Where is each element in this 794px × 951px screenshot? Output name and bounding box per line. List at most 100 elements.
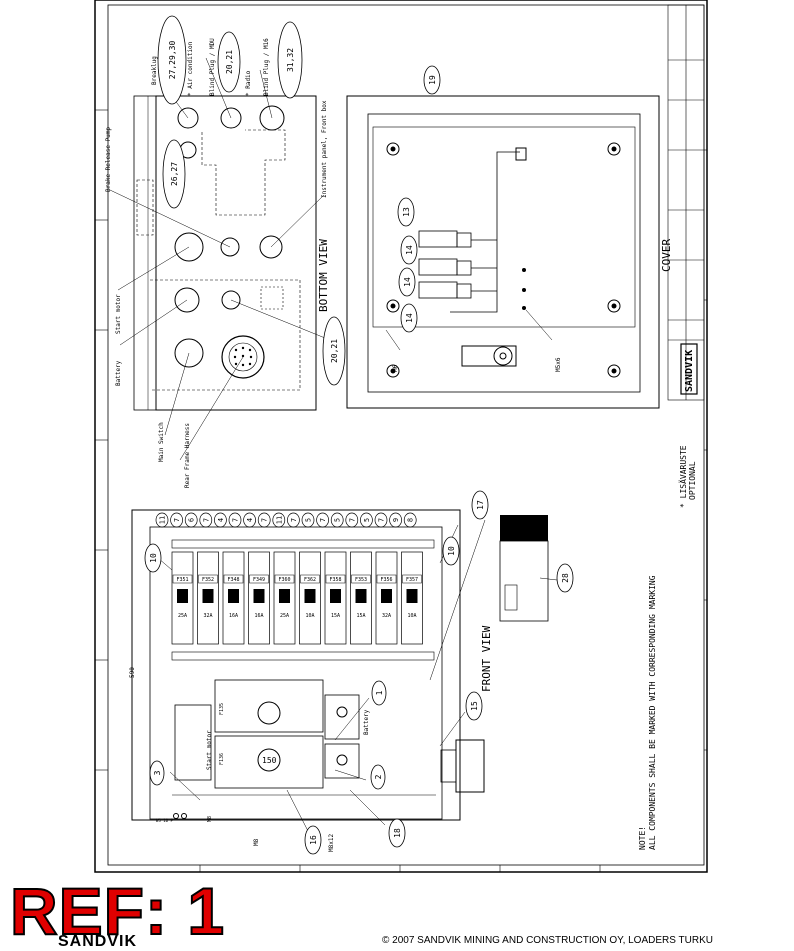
label-radio: * Radio [245,70,252,96]
top-balloon-text: 6 [188,518,196,522]
top-balloon: 9 [389,512,402,528]
top-balloon: 4 [243,512,256,528]
breaker: F352 32A [197,551,219,645]
breaker-amp-label: 10A [305,613,314,619]
label-start-motor-front: Start motor [206,730,213,770]
balloon-b14a: 14 [400,235,418,265]
breaker-amp-label: 16A [254,613,263,619]
top-balloon: 5 [330,512,344,528]
breaker-fuse-label: F356 [380,577,392,583]
balloon-text-b10b: 10 [447,546,456,556]
breaker: F351 25A [171,551,194,645]
top-balloon-text: 7 [378,518,386,522]
balloon-b3: 3 [149,760,165,786]
top-balloon-text: 7 [202,518,210,522]
breaker-amp-label: 15A [356,613,365,619]
top-balloon-text: 7 [348,518,356,522]
breaker-amp-label: 15A [331,613,340,619]
breaker-row: F35125AF35232AF34816AF34916AF36025AF3621… [171,551,423,645]
balloon-b10b: 10 [442,536,460,566]
cover-view-title: COVER [660,239,673,272]
top-balloon-text: 9 [392,518,400,522]
balloon-b2: 2 [370,764,386,790]
top-balloon-text: 11 [275,516,283,524]
logo-box [680,343,698,395]
top-balloon: 8 [403,512,417,528]
top-balloon: 7 [287,512,300,528]
breaker: F358 15A [324,551,347,645]
balloon-text-b17: 17 [476,500,485,510]
breaker-fuse-label: F353 [355,577,367,583]
balloon-b2021a: 20,21 [217,31,241,93]
balloon-b1: 1 [371,680,387,706]
balloon-text-b14c: 14 [405,313,414,323]
footer-copyright: © 2007 SANDVIK MINING AND CONSTRUCTION O… [382,935,713,946]
note-line1: NOTE! [638,826,647,850]
balloon-b16: 16 [304,825,322,855]
label-air-condition: * Air condition [187,41,194,96]
label-brake-release-pump: Brake Release Pump [105,127,112,192]
balloon-text-b15: 15 [470,701,479,711]
balloon-b15: 15 [465,691,483,721]
reference-stamp: REF: 1 [9,874,226,948]
balloon-b17: 17 [471,490,489,520]
top-balloon-text: 8 [407,518,415,522]
label-m5x6: M5x6 [555,357,562,372]
breaker-fuse-label: F351 [176,577,188,583]
top-balloon: 7 [228,512,242,528]
sandvik-logo: SANDVIK [684,350,695,392]
balloon-b14b: 14 [398,267,416,297]
footer-logo: SANDVIK [58,933,138,950]
label-m8x12: M8x12 [328,834,335,852]
balloon-text-b16: 16 [309,835,318,845]
breaker-amp-label: 10A [407,613,416,619]
breaker-amp-label: 25A [178,613,187,619]
top-balloon-text: 7 [173,518,181,522]
label-instrument-panel: Instrument panel, Front box [321,100,328,198]
top-balloon: 4 [214,512,227,528]
balloon-text-b2627: 26,27 [170,162,179,186]
balloon-text-b3: 3 [153,770,162,775]
balloon-b19: 19 [423,65,441,95]
breaker-amp-label: 32A [203,613,212,619]
balloon-b10a: 10 [144,543,162,573]
top-balloon: 11 [155,512,169,528]
top-balloon-text: 7 [319,518,327,522]
optional-note-line2: OPTIONAL [688,461,697,500]
label-start-motor-bottom: Start motor [115,294,122,334]
balloon-text-b27: 27,29,30 [168,41,177,80]
frame-ticks [95,109,707,872]
balloon-text-b1: 1 [375,690,384,695]
label-battery-front: Battery [363,709,370,735]
balloon-text-b19: 19 [428,75,437,85]
balloon-b27: 27,29,30 [157,15,187,105]
bottom-view-title: BOTTOM VIEW [317,239,330,312]
top-balloon-text: 4 [217,518,225,522]
balloon-b28: 28 [556,563,574,593]
breaker-fuse-label: F348 [227,577,239,583]
top-balloon: 7 [316,512,329,528]
balloon-text-b10a: 10 [149,553,158,563]
balloon-text-b14b: 14 [403,277,412,287]
top-balloon: 7 [345,512,359,528]
top-balloon: 5 [360,512,373,528]
label-main-switch: Main Switch [158,422,165,462]
top-balloon-text: 11 [159,516,167,524]
bottom-view [109,57,331,461]
label-m8: M8 [207,816,213,822]
balloon-text-b13: 13 [402,207,411,217]
top-balloon-text: 4 [246,518,254,522]
label-dim-590: 590 [129,667,136,678]
breaker-fuse-label: F352 [202,577,214,583]
breaker-fuse-label: F358 [329,577,341,583]
top-balloon-text: 7 [261,518,269,522]
label-rear-frame-harness: Rear Frame Harness [184,423,191,488]
balloon-b2627: 26,27 [162,139,186,209]
balloon-b13: 13 [397,197,415,227]
balloon-text-b2: 2 [374,774,383,779]
label-f136: F136 [219,753,225,765]
